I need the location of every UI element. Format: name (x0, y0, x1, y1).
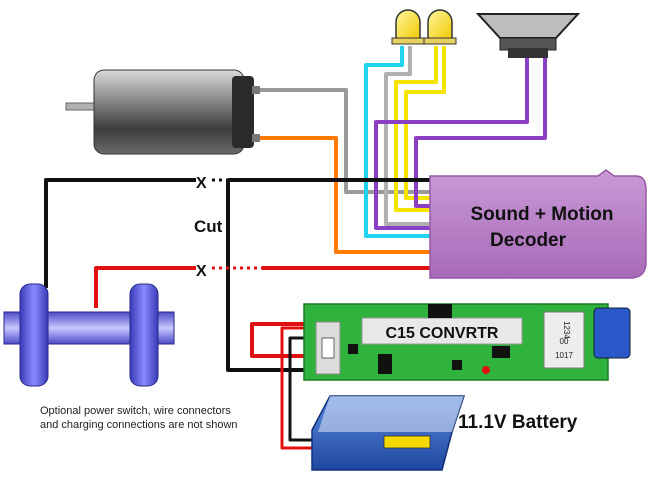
wire-red-battery (280, 326, 318, 450)
c15-converter-board: C15 CONVRTR 1234 00 1017 (303, 303, 631, 381)
wheel-left (19, 283, 49, 387)
coil (593, 307, 631, 359)
chip-label-3: 1017 (555, 351, 573, 360)
wires (44, 46, 547, 450)
wire-yellow-led-1 (394, 46, 438, 212)
converter-label: C15 CONVRTR (386, 325, 499, 342)
wire-cyan-led (364, 46, 430, 238)
battery-pack: 11.1V Battery (311, 395, 578, 471)
cut-mark-black: X (196, 175, 207, 192)
battery-label: 11.1V Battery (458, 412, 578, 433)
led-2 (423, 9, 457, 45)
wire-red-rail (94, 266, 196, 308)
cut-label: Cut (194, 217, 223, 236)
wire-orange-motor (258, 136, 430, 254)
wheelset (3, 283, 175, 387)
chip (543, 311, 585, 369)
note-line-1: Optional power switch, wire connectors (40, 405, 231, 417)
motor-terminal-top (252, 86, 260, 94)
wire-red-converter (250, 322, 320, 358)
chip-label-1: 1234 (562, 321, 571, 339)
wheel-right (129, 283, 159, 387)
cut-mark-red: X (196, 263, 207, 280)
wire-purple-speaker-1 (374, 58, 529, 230)
speaker (475, 13, 581, 58)
speaker-icon (475, 13, 581, 39)
wire-purple-speaker-2 (414, 58, 547, 208)
motor-body (93, 69, 245, 155)
wire-gray-led (384, 46, 430, 226)
decoder-label-line2: Decoder (490, 230, 567, 251)
motor (65, 69, 260, 155)
wire-black-rail (44, 178, 196, 288)
motor-endcap (232, 76, 254, 148)
led-icon (395, 9, 421, 41)
sound-motion-decoder: Sound + Motion Decoder (429, 169, 647, 279)
led-icon (427, 9, 453, 41)
decoder-label-line1: Sound + Motion (470, 204, 613, 225)
chip-label-2: 00 (560, 337, 569, 346)
motor-terminal-bottom (252, 134, 260, 142)
note-line-2: and charging connections are not shown (40, 419, 238, 431)
led-1 (391, 9, 425, 45)
wire-black-converter (226, 180, 316, 372)
decoder-body (429, 169, 647, 279)
